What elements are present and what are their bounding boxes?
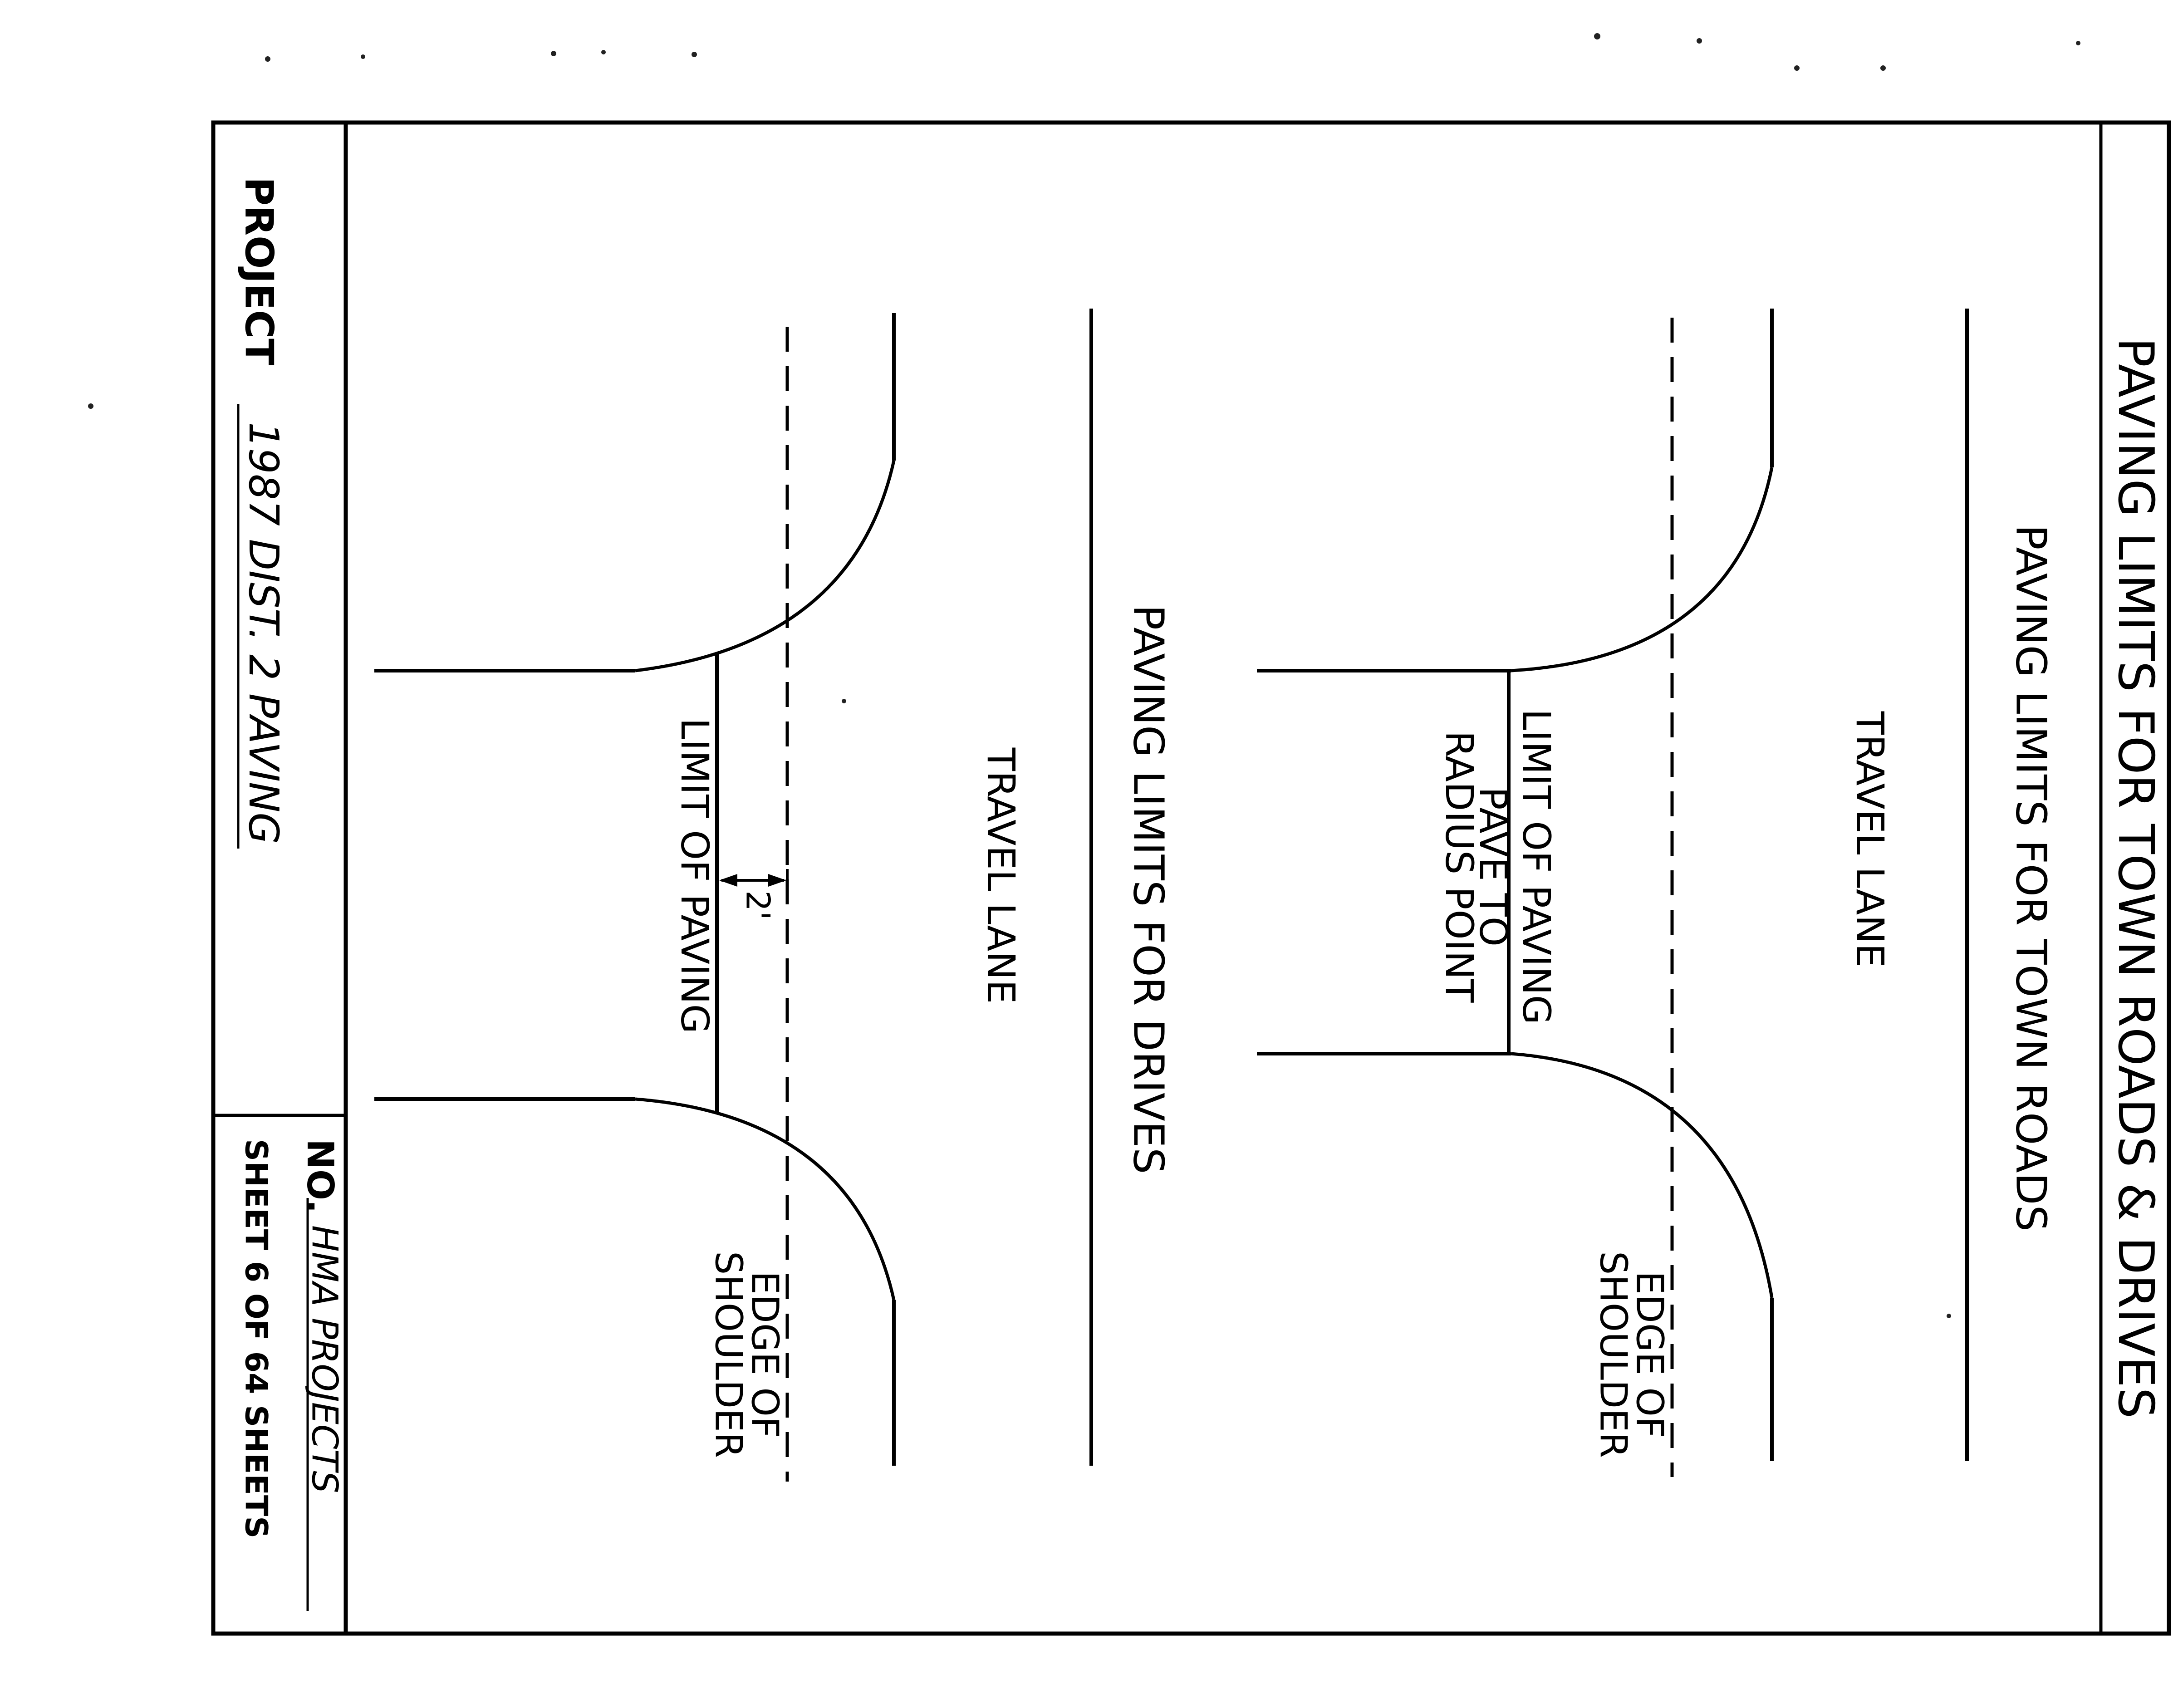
town-road-pave-to-label: PAVE TO xyxy=(1471,787,1516,947)
town-road-radius-point-label: RADIUS POINT xyxy=(1437,731,1481,1003)
drive-edge-label-2: SHOULDER xyxy=(707,1251,750,1458)
project-label: PROJECT xyxy=(236,177,282,365)
town-road-limit-of-paving-label: LIMIT OF PAVING xyxy=(1514,709,1559,1025)
drive-dimension-arrow-right xyxy=(768,874,786,887)
drive-edge-label-1: EDGE OF xyxy=(743,1271,786,1438)
town-road-radius-curve-bottom xyxy=(1511,1052,1774,1298)
sheet-border xyxy=(211,120,2171,1636)
project-name: 1987 DIST. 2 PAVING xyxy=(240,422,287,844)
drive-travel-lane-label: TRAVEL LANE xyxy=(979,747,1023,1004)
no-label: NO. xyxy=(299,1139,341,1213)
drive-radius-curve-top xyxy=(635,460,896,672)
town-road-travel-lane-label: TRAVEL LANE xyxy=(1848,711,1892,968)
town-roads-detail: PAVING LIMITS FOR TOWN ROADS TRAVEL LANE… xyxy=(1257,309,2055,1477)
sheet-number: SHEET 6 OF 64 SHEETS xyxy=(238,1139,274,1538)
drives-title: PAVING LIMITS FOR DRIVES xyxy=(1124,605,1173,1174)
drive-dimension-label: 2' xyxy=(739,890,777,920)
drive-dimension-arrow-left xyxy=(719,874,737,887)
drive-radius-curve-bottom xyxy=(635,1097,896,1301)
drive-limit-of-paving-label: LIMIT OF PAVING xyxy=(672,718,717,1034)
town-road-radius-curve-top xyxy=(1511,467,1774,672)
no-value: HMA PROJECTS xyxy=(304,1225,345,1493)
main-title: PAVING LIMITS FOR TOWN ROADS & DRIVES xyxy=(2107,338,2164,1418)
town-road-edge-label-2: SHOULDER xyxy=(1592,1251,1635,1458)
town-road-edge-label-1: EDGE OF xyxy=(1628,1271,1671,1438)
scan-specks xyxy=(88,33,2080,1318)
drives-detail: 2' PAVING LIMITS FOR DRIVES TRAVEL LANE … xyxy=(374,309,1173,1482)
town-roads-title: PAVING LIMITS FOR TOWN ROADS xyxy=(2007,525,2055,1232)
